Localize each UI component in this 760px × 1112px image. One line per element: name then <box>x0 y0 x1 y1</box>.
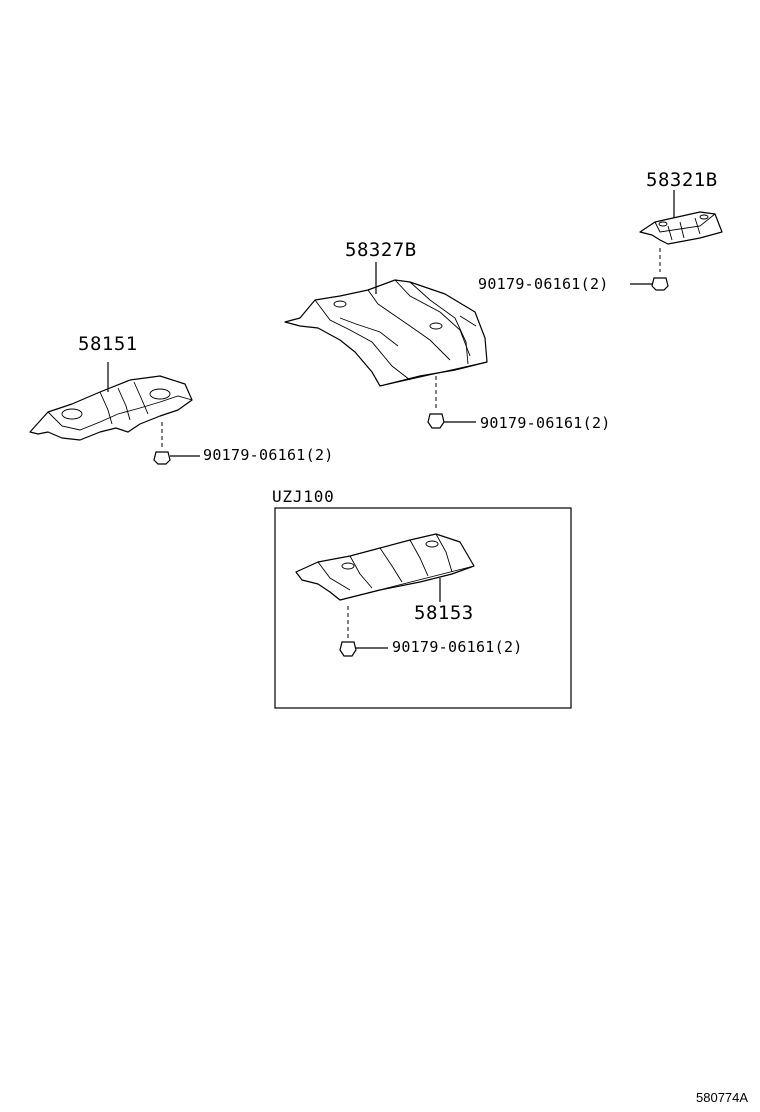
clip-label-left: 90179-06161(2) <box>203 446 334 464</box>
part-58321b-drawing <box>630 190 723 291</box>
part-number-58151: 58151 <box>78 333 138 355</box>
part-number-58321b: 58321B <box>646 169 718 191</box>
clip-label-center: 90179-06161(2) <box>480 414 611 432</box>
clip-label-upper-right: 90179-06161(2) <box>478 275 609 293</box>
uzj100-variant-box <box>274 507 572 709</box>
part-number-58153: 58153 <box>414 602 474 624</box>
clip-label-uzj100: 90179-06161(2) <box>392 638 523 656</box>
figure-id: 580774A <box>696 1090 749 1105</box>
part-58327b-drawing <box>284 262 488 429</box>
part-number-58327b: 58327B <box>345 239 417 261</box>
variant-label-uzj100: UZJ100 <box>272 487 335 506</box>
part-58151-drawing <box>29 362 200 465</box>
